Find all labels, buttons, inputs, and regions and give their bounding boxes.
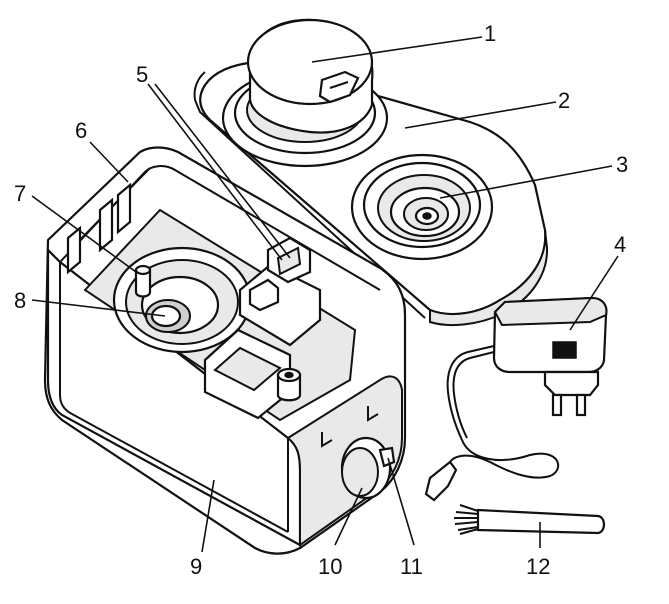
label-1: 1 — [484, 21, 497, 46]
leader-7 — [31, 195, 137, 273]
main-housing — [43, 146, 407, 555]
leader-1 — [311, 36, 483, 63]
label-2: 2 — [558, 88, 571, 113]
leader-10 — [334, 487, 363, 546]
control-knob — [340, 436, 396, 500]
leader-6 — [89, 141, 129, 183]
label-4: 4 — [614, 232, 627, 257]
label-5: 5 — [136, 62, 149, 87]
label-6: 6 — [75, 118, 88, 143]
label-7: 7 — [14, 181, 27, 206]
leader-5a — [147, 83, 283, 261]
power-adapter — [424, 296, 608, 502]
label-12: 12 — [526, 554, 551, 579]
label-11: 11 — [400, 554, 423, 579]
cleaning-brush — [454, 504, 606, 535]
leader-9 — [201, 479, 215, 553]
label-3: 3 — [616, 152, 629, 177]
label-9: 9 — [190, 554, 203, 579]
leader-3 — [439, 165, 613, 199]
label-10: 10 — [318, 554, 343, 579]
leader-5b — [154, 83, 291, 259]
leader-8 — [31, 299, 166, 317]
leader-4 — [569, 255, 619, 331]
water-valve — [350, 153, 494, 261]
tank-cap — [221, 18, 389, 168]
leader-11 — [387, 457, 415, 546]
leader-2 — [404, 101, 557, 129]
label-8: 8 — [14, 288, 27, 313]
